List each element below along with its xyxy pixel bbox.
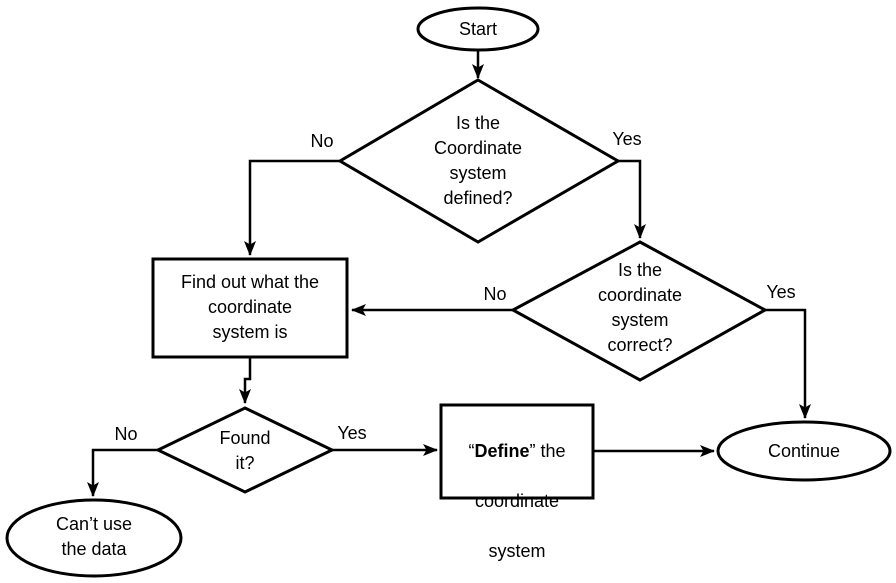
defined-decision-node xyxy=(337,78,621,244)
nodes-group xyxy=(5,6,892,578)
edge-found-no xyxy=(87,448,158,497)
edge-correct-yes xyxy=(765,308,811,419)
edge-findout-to-found xyxy=(239,357,252,404)
correct-decision-node xyxy=(509,240,769,382)
cant-use-terminal-node xyxy=(5,498,183,578)
found-decision-node xyxy=(154,406,336,494)
continue-terminal-node xyxy=(716,420,892,482)
edges-group xyxy=(87,51,811,497)
find-out-process-node xyxy=(151,257,349,359)
edge-defined-yes xyxy=(618,159,646,239)
start-terminal-node xyxy=(416,6,540,52)
define-process-node xyxy=(439,403,595,500)
edge-defined-no xyxy=(244,159,340,256)
